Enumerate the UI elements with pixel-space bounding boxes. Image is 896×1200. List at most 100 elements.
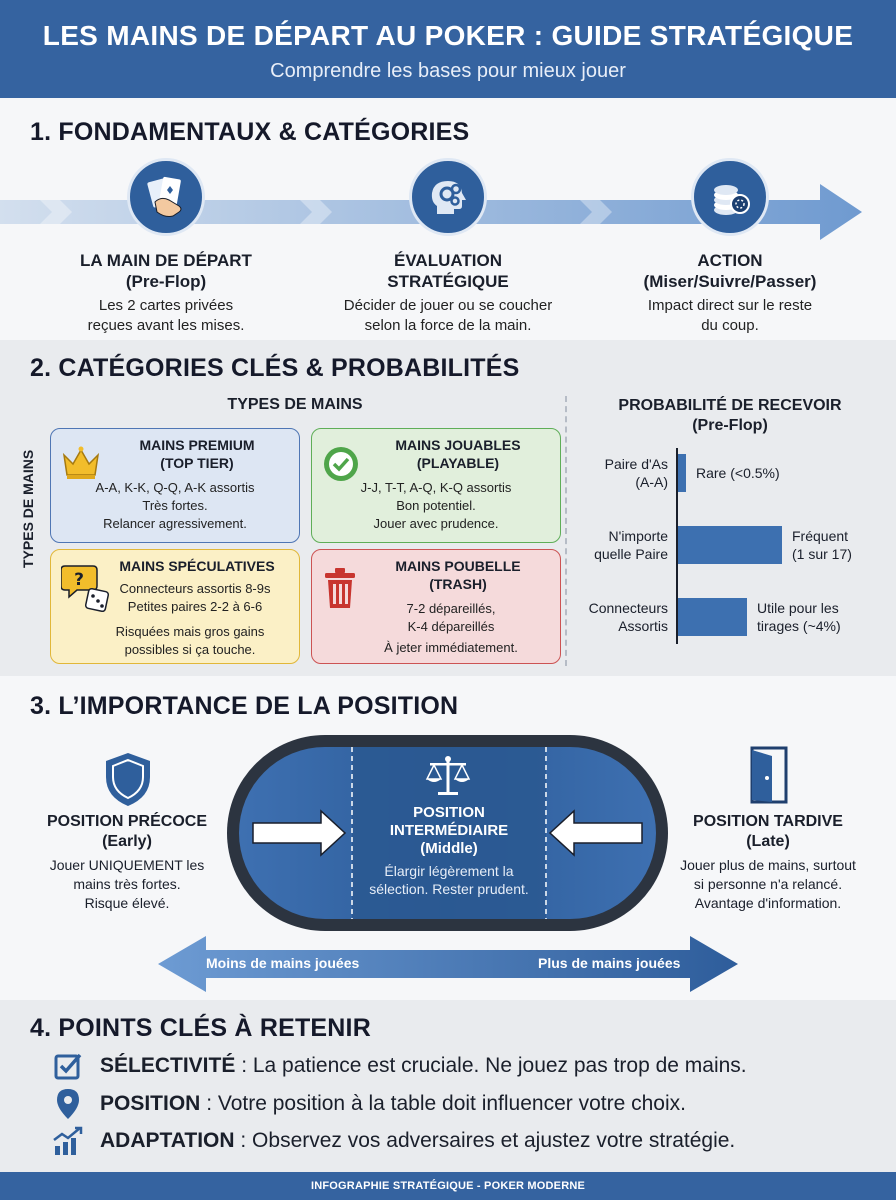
card-line: Connecteurs assortis 8-9s: [119, 581, 271, 596]
position-title: (Early): [102, 833, 152, 850]
card-subtitle: (PLAYABLE): [416, 455, 500, 471]
range-label-left: Moins de mains jouées: [206, 955, 360, 971]
section-title: 1. FONDAMENTAUX & CATÉGORIES: [30, 118, 470, 146]
position-desc: Élargir légèrement la: [384, 863, 514, 879]
shield-icon: [100, 750, 156, 813]
position-desc: si personne n'a relancé.: [693, 876, 843, 892]
card-line: 7-2 dépareillés,: [406, 601, 496, 616]
step-desc: selon la force de la main.: [364, 317, 532, 334]
location-pin-icon: [52, 1088, 84, 1120]
step-starting-hand: LA MAIN DE DÉPART (Pre-Flop) Les 2 cartes…: [46, 158, 286, 336]
question-dice-icon: ?: [60, 562, 111, 619]
step-subtitle: (Pre-Flop): [125, 272, 207, 291]
divider: [565, 396, 567, 666]
checkbox-icon: [52, 1050, 84, 1082]
position-title: POSITION: [413, 804, 485, 821]
position-desc: mains très fortes.: [73, 876, 181, 892]
key-point-text: : Votre position à la table doit influen…: [200, 1092, 686, 1115]
step-desc: Décider de jouer ou se coucher: [343, 297, 553, 314]
position-title: POSITION PRÉCOCE: [46, 813, 208, 830]
check-icon: [322, 445, 360, 488]
page-title: LES MAINS DE DÉPART AU POKER : GUIDE STR…: [42, 20, 854, 51]
trash-icon: [322, 566, 358, 615]
chips-icon: [691, 158, 769, 236]
header: LES MAINS DE DÉPART AU POKER : GUIDE STR…: [0, 0, 896, 98]
key-point-label: ADAPTATION: [100, 1129, 235, 1152]
section-title: 4. POINTS CLÉS À RETENIR: [30, 1014, 371, 1042]
types-heading: TYPES DE MAINS: [227, 396, 363, 413]
position-desc: Jouer plus de mains, surtout: [680, 857, 856, 873]
chart-bar: [678, 526, 782, 564]
range-arrow: [158, 936, 738, 992]
card-title: MAINS PREMIUM: [139, 437, 255, 453]
types-vertical-label: TYPES DE MAINS: [20, 449, 36, 568]
step-action: ACTION (Miser/Suivre/Passer) Impact direc…: [610, 158, 850, 336]
card-line: K-4 dépareillés: [407, 619, 495, 634]
step-title: ACTION: [697, 251, 763, 270]
chart-value-label: Fréquent(1 sur 17): [792, 528, 852, 562]
card-trash: MAINS POUBELLE (TRASH) 7-2 dépareillés, K…: [311, 549, 561, 664]
position-desc: Risque élevé.: [84, 895, 170, 911]
crown-icon: [61, 445, 101, 486]
chart-title: PROBABILITÉ DE RECEVOIR (Pre-Flop): [580, 396, 880, 436]
card-line: Jouer avec prudence.: [373, 516, 499, 531]
card-subtitle: (TOP TIER): [160, 455, 234, 471]
card-line: À jeter immédiatement.: [384, 640, 518, 655]
key-point-text: : Observez vos adversaires et ajustez vo…: [234, 1129, 736, 1152]
key-point-label: POSITION: [100, 1092, 201, 1115]
head-gears-icon: [409, 158, 487, 236]
hand-cards-icon: [127, 158, 205, 236]
card-line: Risquées mais gros gains: [115, 624, 265, 639]
range-label-right: Plus de mains jouées: [538, 955, 681, 971]
chart-bar: [678, 454, 686, 492]
card-line: possibles si ça touche.: [124, 642, 256, 657]
card-line: Petites paires 2-2 à 6-6: [127, 599, 263, 614]
section-categories: 2. CATÉGORIES CLÉS & PROBABILITÉS TYPES …: [0, 340, 896, 676]
card-line: Bon potentiel.: [396, 498, 476, 513]
position-desc: sélection. Rester prudent.: [369, 881, 529, 897]
card-title: MAINS POUBELLE: [395, 558, 521, 574]
step-desc: Impact direct sur le reste: [647, 297, 813, 314]
position-title: INTERMÉDIAIRE: [389, 822, 509, 839]
step-title: LA MAIN DE DÉPART: [80, 251, 252, 270]
scales-icon: [424, 754, 472, 803]
trend-chart-icon: [52, 1125, 84, 1157]
step-desc: du coup.: [701, 317, 759, 334]
card-playable: MAINS JOUABLES(PLAYABLE) J-J, T-T, A-Q, …: [311, 428, 561, 543]
footer: INFOGRAPHIE STRATÉGIQUE - POKER MODERNE: [0, 1172, 896, 1200]
card-subtitle: (TRASH): [429, 576, 487, 592]
step-title: ÉVALUATION: [394, 251, 502, 270]
section-title: 2. CATÉGORIES CLÉS & PROBABILITÉS: [30, 354, 520, 382]
card-line: J-J, T-T, A-Q, K-Q assortis: [360, 480, 512, 495]
step-subtitle: STRATÉGIQUE: [387, 272, 509, 291]
step-subtitle: (Miser/Suivre/Passer): [643, 272, 817, 291]
key-point-label: SÉLECTIVITÉ: [100, 1054, 236, 1077]
position-desc: Avantage d'information.: [694, 895, 842, 911]
section-title: 3. L’IMPORTANCE DE LA POSITION: [30, 692, 459, 720]
position-desc: Jouer UNIQUEMENT les: [49, 857, 205, 873]
page-subtitle: Comprendre les bases pour mieux jouer: [270, 60, 626, 82]
key-point: ADAPTATION : Observez vos adversaires et…: [52, 1125, 735, 1157]
chart-axis: [676, 448, 678, 644]
card-speculative: ? MAINS SPÉCULATIVES Connecteurs assorti…: [50, 549, 300, 664]
position-title: POSITION TARDIVE: [693, 813, 843, 830]
door-icon: [748, 746, 792, 809]
section-key-points: 4. POINTS CLÉS À RETENIR SÉLECTIVITÉ : L…: [0, 1000, 896, 1172]
position-title: (Late): [746, 833, 790, 850]
chart-bar: [678, 598, 747, 636]
key-point-text: : La patience est cruciale. Ne jouez pas…: [235, 1054, 747, 1077]
chart-value-label: Rare (<0.5%): [696, 465, 780, 481]
card-line: Très fortes.: [142, 498, 208, 513]
chart-category-label: Paire d'As(A-A): [604, 456, 668, 490]
card-line: Relancer agressivement.: [103, 516, 247, 531]
card-line: A-A, K-K, Q-Q, A-K assortis: [95, 480, 255, 495]
step-evaluation: ÉVALUATION STRATÉGIQUE Décider de jouer o…: [328, 158, 568, 336]
position-early: POSITION PRÉCOCE (Early) Jouer UNIQUEMENT…: [32, 812, 222, 913]
key-point: POSITION : Votre position à la table doi…: [52, 1088, 686, 1120]
chart-title-line: (Pre-Flop): [692, 417, 768, 434]
step-desc: Les 2 cartes privées: [98, 297, 234, 314]
